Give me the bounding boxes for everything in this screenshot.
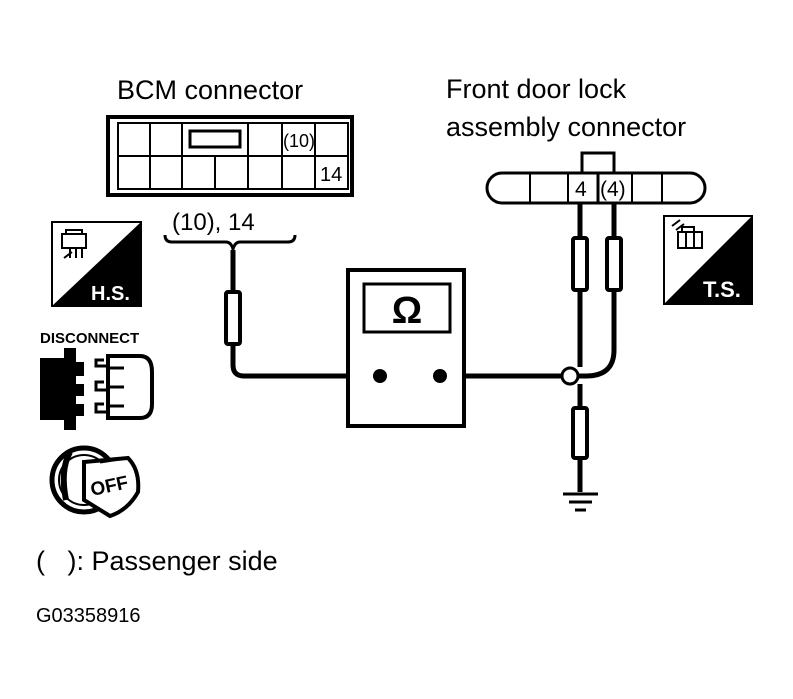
- probe-door-pin-4-passenger: [605, 236, 623, 292]
- ignition-key-icon: [49, 445, 141, 519]
- harness-side-connector-icon: [61, 229, 87, 259]
- disconnect-icon: [40, 348, 154, 430]
- bcm-pin-label-10: (10): [283, 131, 315, 151]
- probe-bcm: [224, 290, 242, 346]
- ohmmeter-terminal-positive: [433, 369, 447, 383]
- hs-badge-label: H.S.: [91, 283, 130, 305]
- wiring: [230, 203, 617, 492]
- ts-badge: [663, 215, 753, 305]
- ground-icon: [563, 492, 598, 512]
- bcm-connector-title: BCM connector: [117, 75, 303, 105]
- passenger-side-legend: ( ): Passenger side: [36, 546, 278, 576]
- figure-id: G03358916: [36, 605, 141, 627]
- ohmmeter-terminal-negative: [373, 369, 387, 383]
- door-connector-title-line1: Front door lock: [446, 74, 627, 104]
- wire-junction: [560, 366, 580, 386]
- bcm-probe-pin-label: (10), 14: [172, 209, 255, 236]
- terminal-side-connector-icon: [671, 219, 703, 249]
- ts-badge-label: T.S.: [703, 277, 741, 302]
- disconnect-label: DISCONNECT: [40, 330, 139, 347]
- door-connector-title-line2: assembly connector: [446, 112, 686, 142]
- probe-door-pin-4: [571, 236, 589, 292]
- bcm-pin-label-14: 14: [320, 164, 342, 186]
- hs-badge: [51, 221, 142, 307]
- test-probes: [224, 236, 623, 460]
- probe-ground: [571, 406, 589, 460]
- bcm-probe-brace: [163, 234, 297, 255]
- door-pin-label-4-passenger: (4): [600, 178, 626, 201]
- ohmmeter: [346, 268, 466, 428]
- ohm-symbol: Ω: [392, 290, 422, 332]
- door-connector: [485, 151, 707, 205]
- door-pin-label-4: 4: [575, 178, 587, 201]
- bcm-connector: [106, 115, 354, 197]
